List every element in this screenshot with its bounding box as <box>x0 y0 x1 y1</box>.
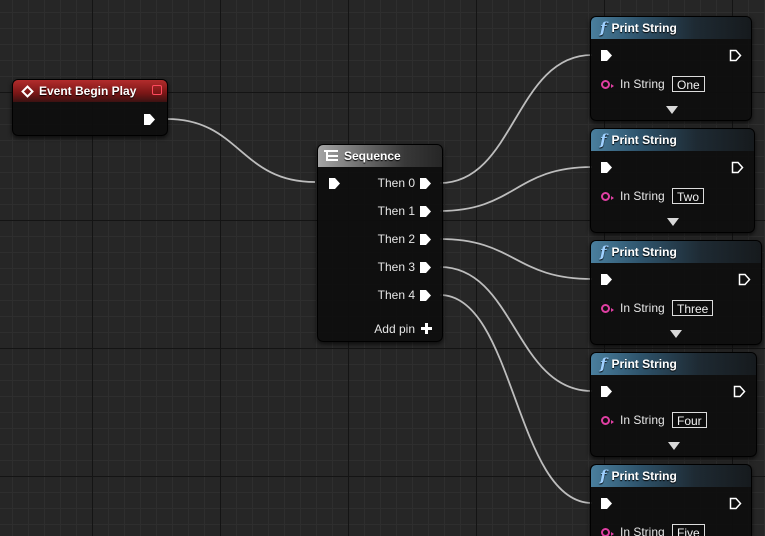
then-1-label: Then 1 <box>377 204 415 218</box>
add-pin-label[interactable]: Add pin <box>374 322 415 336</box>
in-string-label: In String <box>620 189 665 203</box>
function-icon: f <box>600 19 607 37</box>
print-string-node[interactable]: f Print String In String One <box>590 16 752 121</box>
sequence-icon <box>324 150 338 161</box>
then-0-pin[interactable] <box>419 177 432 190</box>
exec-input-pin[interactable] <box>328 177 341 190</box>
event-node-title: Event Begin Play <box>39 84 137 98</box>
then-4-pin[interactable] <box>419 289 432 302</box>
exec-input-pin[interactable] <box>600 497 613 510</box>
exec-input-pin[interactable] <box>600 273 613 286</box>
exec-wire <box>439 266 593 392</box>
in-string-label: In String <box>620 525 665 536</box>
in-string-label: In String <box>620 301 665 315</box>
in-string-value-field[interactable]: One <box>672 76 705 92</box>
expand-arrow-icon[interactable] <box>666 106 678 114</box>
print-string-node[interactable]: f Print String In String Four <box>590 352 757 457</box>
event-diamond-icon <box>21 84 34 98</box>
exec-output-pin[interactable] <box>729 49 742 62</box>
print-string-title: Print String <box>611 245 677 259</box>
delegate-pin-icon[interactable] <box>152 85 162 95</box>
sequence-node-title: Sequence <box>344 149 401 163</box>
function-icon: f <box>600 243 607 261</box>
print-string-title: Print String <box>611 469 677 483</box>
exec-wire <box>439 238 593 280</box>
then-3-pin[interactable] <box>419 261 432 274</box>
exec-wire <box>439 166 593 212</box>
expand-arrow-icon[interactable] <box>667 218 679 226</box>
in-string-pin[interactable] <box>601 304 614 313</box>
in-string-value-field[interactable]: Four <box>672 412 707 428</box>
exec-output-pin[interactable] <box>738 273 751 286</box>
exec-input-pin[interactable] <box>600 385 613 398</box>
in-string-pin[interactable] <box>601 192 614 201</box>
exec-wire <box>439 294 593 504</box>
in-string-label: In String <box>620 77 665 91</box>
exec-input-pin[interactable] <box>600 49 613 62</box>
in-string-value-field[interactable]: Two <box>672 188 705 204</box>
print-string-title: Print String <box>611 133 677 147</box>
event-node-header[interactable]: Event Begin Play <box>13 80 167 102</box>
function-icon: f <box>600 131 607 149</box>
sequence-node-header[interactable]: Sequence <box>318 145 442 167</box>
exec-wire <box>439 54 593 184</box>
exec-input-pin[interactable] <box>600 161 613 174</box>
print-string-node[interactable]: f Print String In String Two <box>590 128 755 233</box>
expand-arrow-icon[interactable] <box>670 330 682 338</box>
print-string-node[interactable]: f Print String In String Three <box>590 240 762 345</box>
print-string-header[interactable]: f Print String <box>591 353 756 375</box>
print-string-header[interactable]: f Print String <box>591 129 754 151</box>
expand-arrow-icon[interactable] <box>668 442 680 450</box>
print-string-header[interactable]: f Print String <box>591 465 751 487</box>
print-string-node[interactable]: f Print String In String Five <box>590 464 752 536</box>
then-1-pin[interactable] <box>419 205 432 218</box>
print-string-title: Print String <box>611 21 677 35</box>
then-2-pin[interactable] <box>419 233 432 246</box>
print-string-title: Print String <box>611 357 677 371</box>
in-string-value-field[interactable]: Five <box>672 524 705 536</box>
exec-output-pin[interactable] <box>143 113 156 126</box>
then-3-label: Then 3 <box>377 260 415 274</box>
exec-output-pin[interactable] <box>729 497 742 510</box>
then-4-label: Then 4 <box>377 288 415 302</box>
then-0-label: Then 0 <box>377 176 415 190</box>
then-2-label: Then 2 <box>377 232 415 246</box>
add-pin-plus-icon[interactable] <box>421 323 432 334</box>
print-string-header[interactable]: f Print String <box>591 17 751 39</box>
exec-output-pin[interactable] <box>733 385 746 398</box>
event-begin-play-node[interactable]: Event Begin Play <box>12 79 168 136</box>
in-string-value-field[interactable]: Three <box>672 300 714 316</box>
function-icon: f <box>600 467 607 485</box>
exec-output-pin[interactable] <box>731 161 744 174</box>
in-string-label: In String <box>620 413 665 427</box>
function-icon: f <box>600 355 607 373</box>
sequence-node[interactable]: Sequence Then 0 Then 1 Then 2 Then 3 The… <box>317 144 443 342</box>
in-string-pin[interactable] <box>601 416 614 425</box>
print-string-header[interactable]: f Print String <box>591 241 761 263</box>
exec-wire <box>166 118 316 183</box>
in-string-pin[interactable] <box>601 80 614 89</box>
